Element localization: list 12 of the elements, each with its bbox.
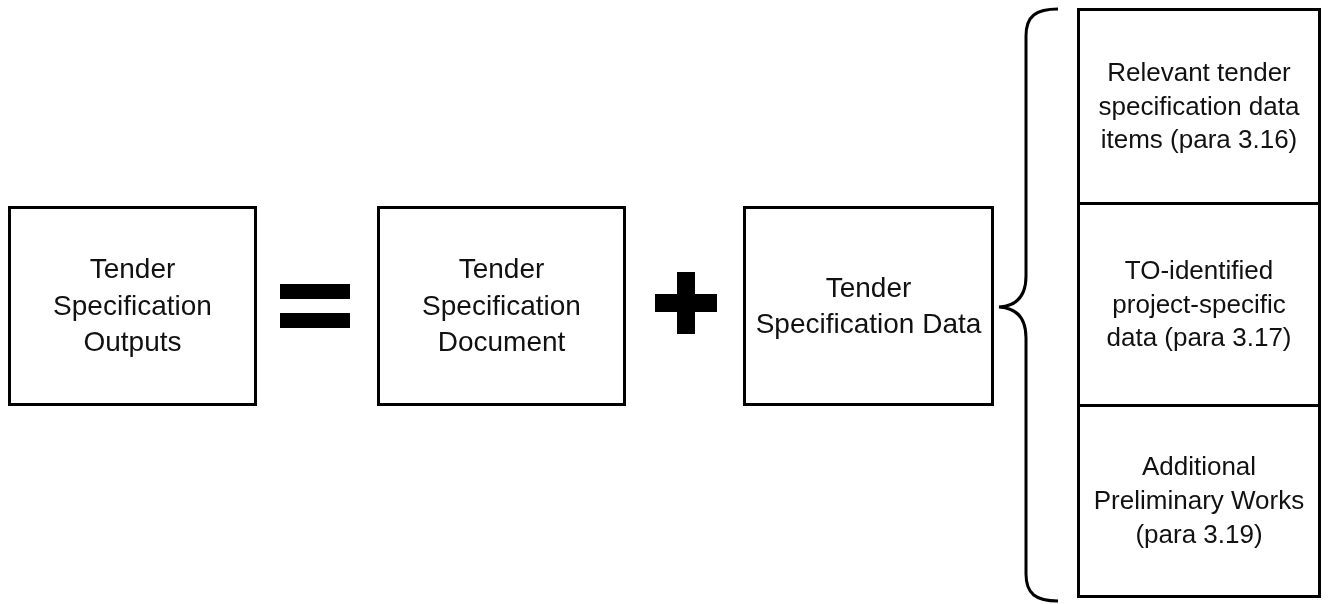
box-label: Tender Specification Document bbox=[421, 252, 582, 360]
box-label: Tender Specification Outputs bbox=[52, 252, 213, 360]
text-box bbox=[1077, 404, 1321, 598]
text-box bbox=[377, 206, 626, 406]
text-box bbox=[1077, 8, 1321, 205]
box-label: Relevant tender specification data items (para 3.16) bbox=[1097, 55, 1301, 157]
box-label: Additional Preliminary Works (para 3.19) bbox=[1092, 450, 1306, 551]
box-label: TO-identified project-specific data (para 3.17) bbox=[1105, 253, 1293, 355]
text-box bbox=[8, 206, 257, 406]
box-label: Tender Specification Data bbox=[754, 270, 983, 341]
text-box bbox=[1077, 202, 1321, 407]
text-box bbox=[743, 206, 994, 406]
